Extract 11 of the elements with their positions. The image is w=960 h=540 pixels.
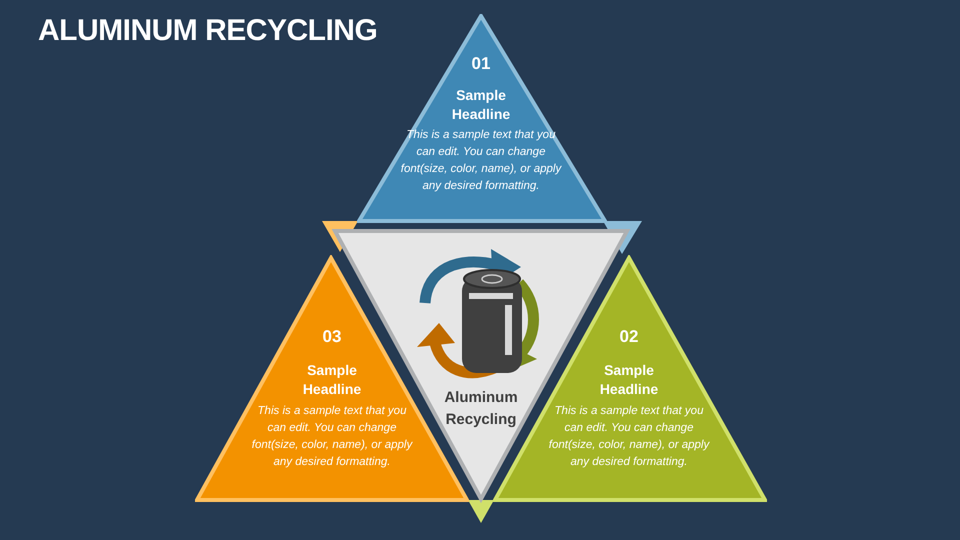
- headline: Sample Headline: [450, 86, 512, 124]
- slide-title: ALUMINUM RECYCLING: [38, 14, 378, 48]
- headline: Sample Headline: [302, 361, 362, 399]
- step-number: 02: [620, 327, 638, 347]
- body-text: This is a sample text that you can edit. You can change font(size, color, name), or apply any desired formatting.: [548, 404, 711, 470]
- body-text: This is a sample text that you can edit. You can change font(size, color, name), or apply any desired formatting.: [400, 128, 563, 194]
- step-number: 03: [322, 327, 342, 347]
- step-number: 01: [472, 54, 490, 74]
- headline: Sample Headline: [598, 361, 660, 399]
- body-text: This is a sample text that you can edit. You can change font(size, color, name), or apply any desired formatting.: [250, 404, 414, 470]
- center-label: Aluminum Recycling: [443, 388, 519, 430]
